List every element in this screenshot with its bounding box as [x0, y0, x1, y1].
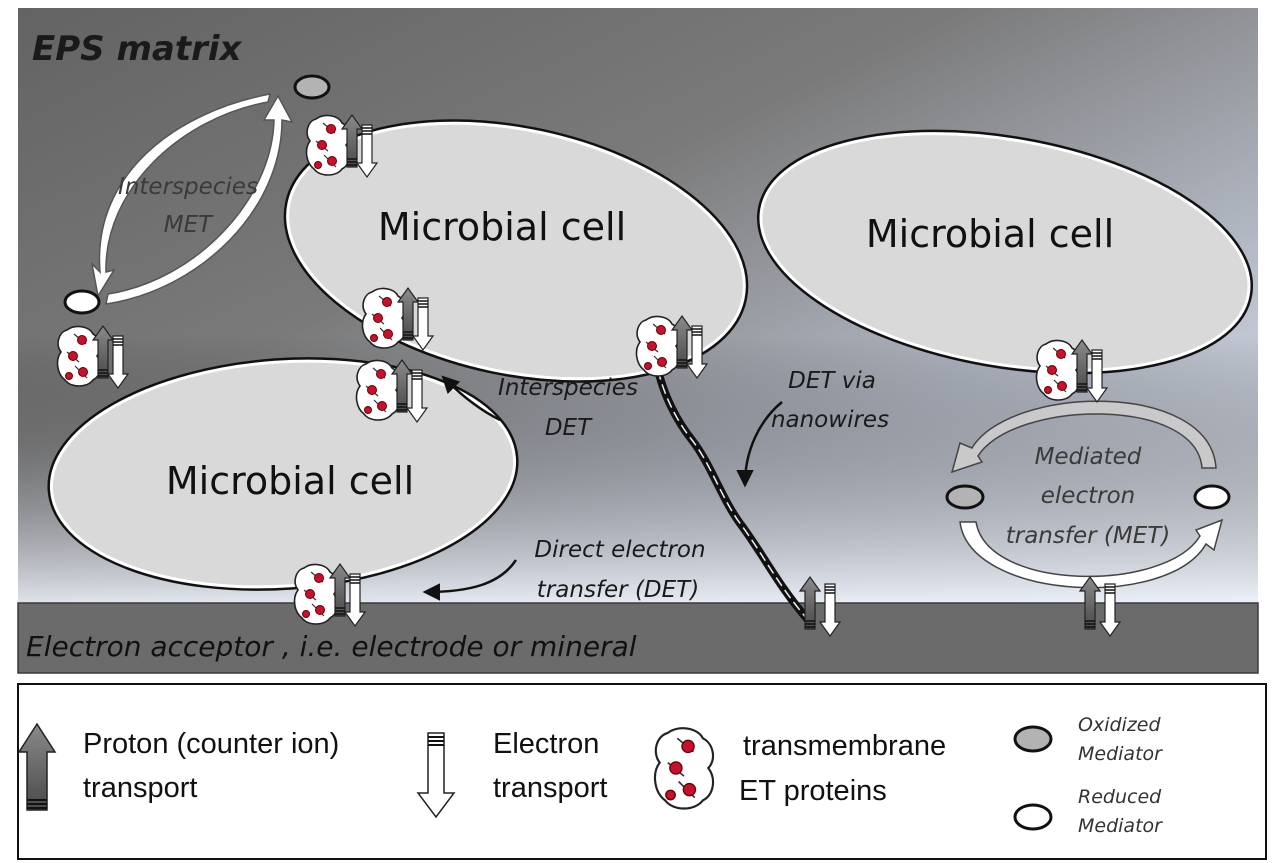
- nanowire-pointer: [736, 401, 783, 488]
- legend-oxidized-label: Oxidized: [1078, 714, 1161, 736]
- det-nanowires-label: DET via: [788, 368, 876, 394]
- interspecies-det-label: DET: [545, 415, 593, 441]
- legend-reduced-label: Reduced: [1078, 786, 1162, 808]
- met-arrow-top: [950, 400, 1217, 474]
- met-label: electron: [1041, 483, 1135, 509]
- legend-electron-label: Electron: [493, 728, 599, 760]
- legend-oxidized-label: Mediator: [1078, 743, 1163, 765]
- met-label: Mediated: [1035, 444, 1142, 470]
- legend-proton-label: Proton (counter ion): [83, 728, 339, 760]
- direct-et-pointer: [422, 559, 518, 601]
- cell-label-bottom: Microbial cell: [166, 459, 414, 503]
- microbial-cell-bottom: [47, 357, 519, 591]
- electron-acceptor-label: Electron acceptor , i.e. electrode or mi…: [26, 630, 637, 663]
- legend-box: [17, 683, 1267, 860]
- mediator-reduced-left: [63, 289, 101, 315]
- met-arrow-bottom: [959, 518, 1224, 589]
- legend-proton-arrow: [17, 722, 57, 811]
- interspecies-met-label: Interspecies: [118, 174, 258, 200]
- legend-electron-arrow: [416, 732, 456, 819]
- mediator-oxidized-top: [293, 74, 331, 100]
- legend-protein-label: transmembrane: [743, 730, 946, 762]
- legend-protein-label: ET proteins: [739, 775, 887, 807]
- interspecies-met-label: MET: [164, 212, 214, 238]
- direct-et-label: transfer (DET): [537, 577, 699, 603]
- legend: Proton (counter ion) transport Electron …: [17, 683, 1267, 860]
- interspecies-met-arrow-right: [105, 94, 294, 305]
- microbial-cell-right: [756, 129, 1254, 375]
- electron-acceptor-bar: [17, 602, 1259, 674]
- legend-reduced-label: Mediator: [1078, 815, 1163, 837]
- interspecies-det-pointer: [441, 375, 501, 422]
- mediator-oxidized-right: [945, 484, 985, 510]
- cell-label-top: Microbial cell: [378, 205, 626, 249]
- legend-protein-icon: [653, 727, 715, 810]
- cell-label-right: Microbial cell: [866, 212, 1114, 256]
- legend-proton-label: transport: [83, 772, 197, 804]
- legend-electron-label: transport: [493, 772, 607, 804]
- mediator-reduced-right: [1193, 484, 1231, 510]
- direct-et-label: Direct electron: [534, 537, 705, 563]
- met-label: transfer (MET): [1006, 523, 1171, 549]
- diagram-title: EPS matrix: [32, 29, 243, 69]
- interspecies-det-label: Interspecies: [498, 375, 638, 401]
- legend-oxidized-mediator: [1013, 725, 1053, 753]
- legend-reduced-mediator: [1013, 803, 1053, 831]
- det-nanowires-label: nanowires: [771, 407, 889, 433]
